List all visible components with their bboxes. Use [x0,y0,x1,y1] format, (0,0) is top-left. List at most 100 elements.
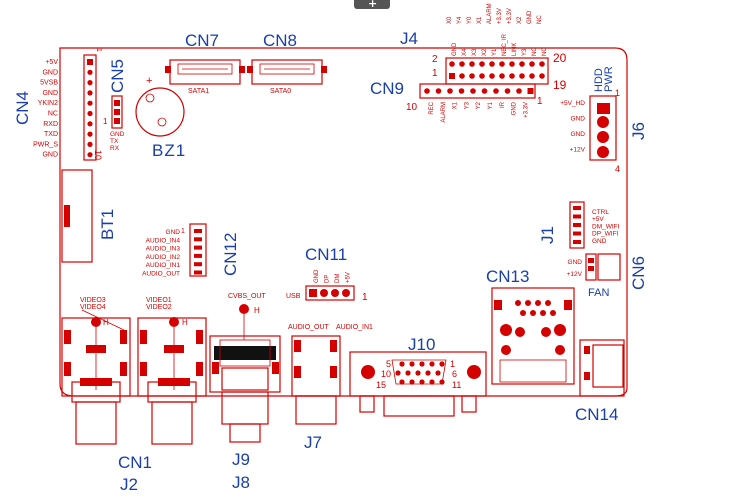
cn4-pins [87,59,93,158]
cn4-pin-label: NC [48,111,58,118]
cn12-pin-label: GND [166,229,181,236]
j4-pin-label: ALARM [487,3,493,24]
cn5-pin-label: RX [110,145,120,152]
j4-num-20: 20 [553,51,567,65]
cn9-header [419,83,536,99]
j4-num-19: 19 [553,78,567,92]
j1-pin-label: GND [592,238,607,245]
j4-num-2: 2 [432,54,438,65]
j4-pin-label: NC [532,47,538,56]
j2-h-mark: H [182,318,188,327]
cn6-header [585,253,597,281]
cn5-header [111,95,123,129]
cn5-label: CN5 [108,59,127,93]
sata0-label: SATA0 [270,88,291,95]
audio-in1-label: AUDIO_IN1 [336,324,373,331]
cn6-pin-label: GND [568,259,583,266]
cn12-pin-label: AUDIO_IN1 [146,262,181,269]
vga-num-11: 11 [452,380,461,390]
j6-pin-label: +5V_HD [560,100,585,107]
j4-pin-label: LINK [512,43,518,56]
j4-pin-label: Y0 [467,16,473,24]
cn4-pin-label: 5VSB [40,80,58,87]
cn9-pin-label: Y2 [476,101,482,109]
cn11-header [305,285,355,301]
cn7-label: CN7 [185,31,219,50]
j4-pin-label: X4 [462,48,468,56]
hdd-label: HDD [593,68,605,92]
usb-label: USB [286,293,301,300]
cn12-pin-label: AUDIO_IN4 [146,237,181,244]
j4-num-1: 1 [432,68,438,79]
cn9-pin-label: ALARM [441,102,447,123]
j6-label: J6 [629,122,648,140]
bz1-label: BZ1 [152,141,186,160]
j1-pins [573,206,581,244]
j6-pin-label: GND [571,116,586,123]
j4-pin-label: GND [527,10,533,24]
cn12-label: CN12 [221,233,240,276]
j6-pin-label: +12V [570,147,586,154]
pwr-label: PWR [603,66,615,92]
cn9-pin-label: GND [512,101,518,115]
video3-label: VIDEO3 [80,297,106,304]
j10-label: J10 [408,335,435,354]
cn11-pin1: 1 [362,292,368,303]
j6-header [589,95,617,161]
j4-pin-label: X0 [447,16,453,24]
cn11-label: CN11 [305,245,347,264]
fan-label: FAN [588,287,609,299]
cn9-pin-label: X1 [453,101,459,109]
video2-label: VIDEO2 [146,304,172,311]
cn4-header [83,54,97,161]
j4-pin-label: X2 [517,16,523,24]
cn11-pin-label: DP [325,275,331,283]
cn12-pins [194,229,202,275]
j1-pin-label: CTRL [592,209,609,216]
cn8-label: CN8 [263,31,297,50]
buzzer-body [135,87,185,137]
buzzer-plus: + [146,75,152,87]
j6-num-1: 1 [615,88,620,98]
cn9-pin-label: Y1 [488,101,494,109]
cn4-label: CN4 [13,91,32,125]
j4-pin-label: +3.3V [507,8,513,24]
cn9-pin-label: Y3 [464,101,470,109]
j7-label: J7 [304,433,322,452]
j4-pin-label: NEC_IR [502,33,508,56]
vga-connector [349,351,487,417]
cn9-num-10: 10 [406,102,418,113]
expand-button[interactable]: + [354,0,390,10]
bt1-label: BT1 [98,209,117,240]
cn5-pin-label: GND [110,131,125,138]
cn12-pin-labels: GNDAUDIO_IN4AUDIO_IN3AUDIO_IN2AUDIO_IN1A… [142,229,180,278]
cn11-pin-label: +5V [346,272,352,283]
cn13-label: CN13 [486,267,529,286]
j4-pin-label: Y3 [522,48,528,56]
rj45-connector [491,287,575,385]
vga-num-10: 10 [381,369,391,379]
j4-pin-label: NC [542,47,548,56]
j4-pin-label: X1 [477,16,483,24]
vga-num-6: 6 [452,369,457,379]
j8-label: J8 [232,473,250,492]
cn9-pin-label: +3.3V [523,102,529,118]
cn4-pin-label: YKIN2 [38,100,58,107]
cvbs-connector [209,335,281,443]
bt1-holder [61,169,93,263]
j4-label: J4 [400,29,418,48]
j4-pin-label: NC [537,15,543,24]
j4-pin-label: X3 [472,48,478,56]
j1-pin-label: DM_WIFI [592,223,620,230]
cn9-label: CN9 [370,79,404,98]
rca-connector-j2 [137,317,207,445]
cn12-pin1: 1 [181,228,185,235]
audio-out-label: AUDIO_OUT [288,324,330,331]
cn4-pin10-number: 10 [93,150,103,160]
cn1-label: CN1 [118,453,152,472]
